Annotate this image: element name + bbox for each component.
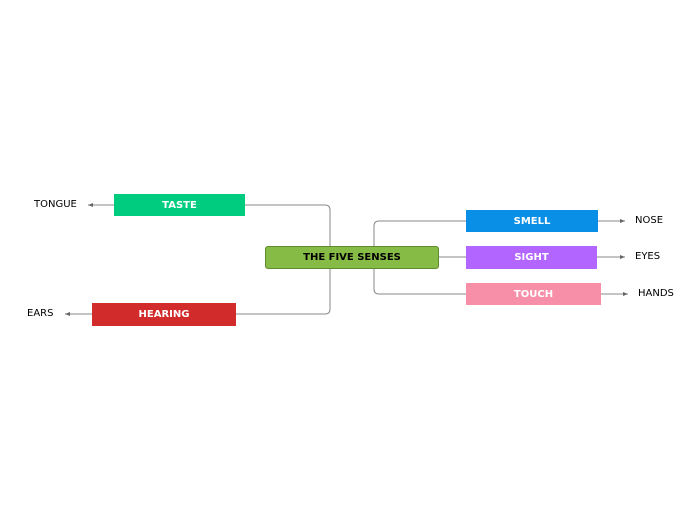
leaf-tongue-label: TONGUE — [34, 199, 77, 210]
leaf-eyes-label: EYES — [635, 251, 661, 262]
connector-touch — [373, 269, 466, 295]
leaf-eyes[interactable]: EYES — [635, 251, 660, 263]
branch-smell[interactable]: SMELL — [466, 210, 598, 232]
branch-sight[interactable]: SIGHT — [466, 246, 597, 269]
leaf-ears[interactable]: EARS — [27, 308, 53, 320]
leaf-tongue[interactable]: TONGUE — [34, 199, 77, 211]
leaf-hands[interactable]: HANDS — [638, 288, 674, 300]
leaf-ears-label: EARS — [27, 308, 54, 319]
connector-hearing — [236, 269, 331, 315]
branch-hearing-label: HEARING — [138, 309, 190, 320]
branch-taste[interactable]: TASTE — [114, 194, 245, 216]
central-topic-label: THE FIVE SENSES — [303, 252, 401, 263]
branch-smell-label: SMELL — [513, 215, 551, 227]
branch-touch[interactable]: TOUCH — [466, 283, 601, 305]
connector-smell — [373, 220, 466, 246]
branch-sight-label: SIGHT — [514, 252, 549, 263]
leaf-nose-label: NOSE — [635, 215, 664, 226]
central-topic[interactable]: THE FIVE SENSES — [265, 246, 439, 269]
branch-taste-label: TASTE — [162, 199, 197, 211]
connector-taste — [245, 204, 331, 246]
branch-touch-label: TOUCH — [513, 288, 554, 300]
leaf-nose[interactable]: NOSE — [635, 215, 663, 227]
branch-hearing[interactable]: HEARING — [92, 303, 236, 326]
leaf-hands-label: HANDS — [638, 288, 674, 299]
